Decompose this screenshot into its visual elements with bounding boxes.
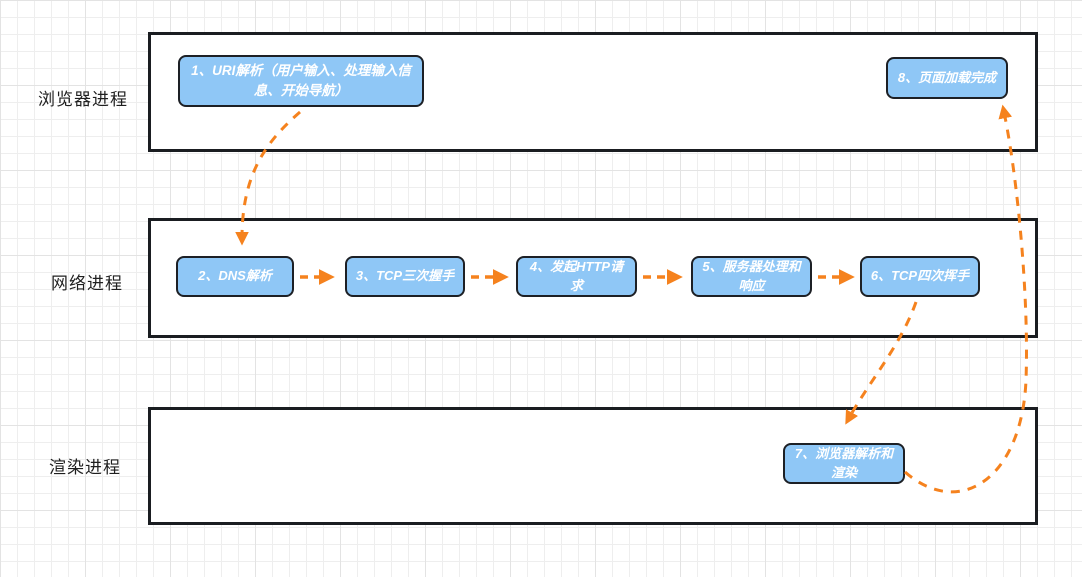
node-step-4-http-request: 4、发起HTTP请求	[516, 256, 637, 297]
node-step-3-tcp-handshake: 3、TCP三次握手	[345, 256, 465, 297]
node-step-6-tcp-wave: 6、TCP四次挥手	[860, 256, 980, 297]
node-step-5-server-response: 5、服务器处理和响应	[691, 256, 812, 297]
lane-label-network-process: 网络进程	[51, 274, 123, 293]
node-step-7-browser-render: 7、浏览器解析和渲染	[783, 443, 905, 484]
node-step-8-page-loaded: 8、页面加载完成	[886, 57, 1008, 99]
node-step-2-dns: 2、DNS解析	[176, 256, 294, 297]
lane-label-browser-process: 浏览器进程	[38, 90, 128, 109]
node-step-1-uri-parse: 1、URI解析（用户输入、处理输入信息、开始导航）	[178, 55, 424, 107]
lane-label-render-process: 渲染进程	[49, 458, 121, 477]
